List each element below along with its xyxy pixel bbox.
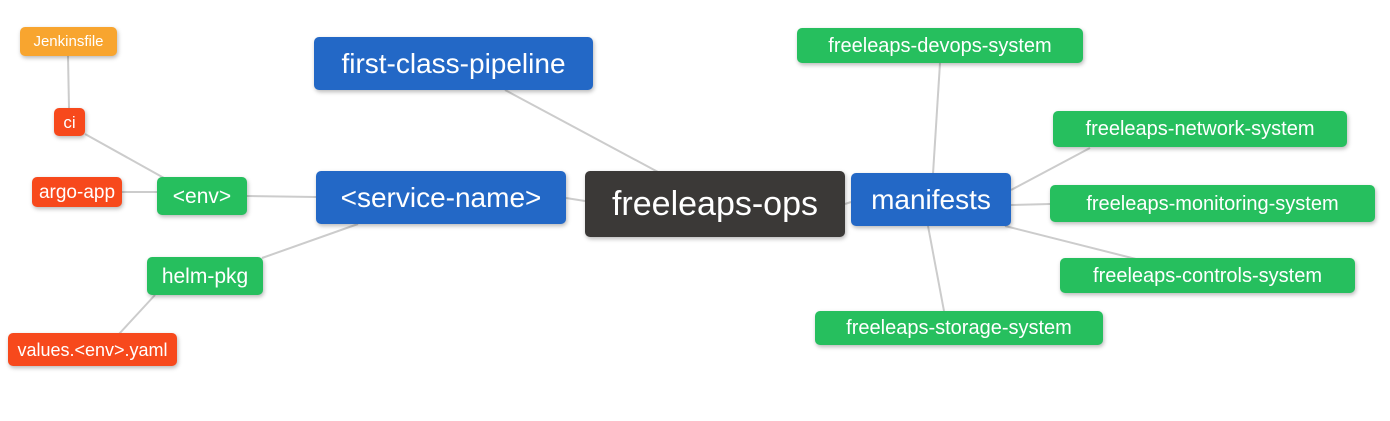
node-helm-pkg[interactable]: helm-pkg [147, 257, 263, 295]
edge-jenkinsfile-to-ci [67, 55, 70, 109]
node-ci[interactable]: ci [54, 108, 85, 136]
edge-freeleaps-ops-to-manifests [844, 201, 852, 205]
edge-env-to-service-name [246, 195, 317, 198]
node-env[interactable]: <env> [157, 177, 247, 215]
node-freeleaps-monitoring-system[interactable]: freeleaps-monitoring-system [1050, 185, 1375, 222]
edge-manifests-to-freeleaps-controls-system [1004, 225, 1137, 260]
node-freeleaps-controls-system[interactable]: freeleaps-controls-system [1060, 258, 1355, 293]
edge-service-name-to-helm-pkg [261, 223, 359, 259]
node-values-env-yaml[interactable]: values.<env>.yaml [8, 333, 177, 366]
node-service-name[interactable]: <service-name> [316, 171, 566, 224]
edge-manifests-to-freeleaps-storage-system [927, 225, 945, 312]
edge-helm-pkg-to-values-env-yaml [118, 294, 156, 335]
edge-service-name-to-freeleaps-ops [565, 197, 586, 202]
edge-manifests-to-freeleaps-monitoring-system [1010, 203, 1051, 206]
node-freeleaps-network-system[interactable]: freeleaps-network-system [1053, 111, 1347, 147]
node-argo-app[interactable]: argo-app [32, 177, 122, 207]
node-jenkinsfile[interactable]: Jenkinsfile [20, 27, 117, 56]
node-first-class-pipeline[interactable]: first-class-pipeline [314, 37, 593, 90]
node-freeleaps-devops-system[interactable]: freeleaps-devops-system [797, 28, 1083, 63]
node-freeleaps-storage-system[interactable]: freeleaps-storage-system [815, 311, 1103, 345]
node-freeleaps-ops[interactable]: freeleaps-ops [585, 171, 845, 237]
edge-ci-to-env [84, 133, 165, 179]
edge-manifests-to-freeleaps-devops-system [932, 62, 941, 175]
edge-manifests-to-freeleaps-network-system [1010, 147, 1091, 191]
edge-first-class-pipeline-to-freeleaps-ops [504, 89, 659, 173]
node-manifests[interactable]: manifests [851, 173, 1011, 226]
